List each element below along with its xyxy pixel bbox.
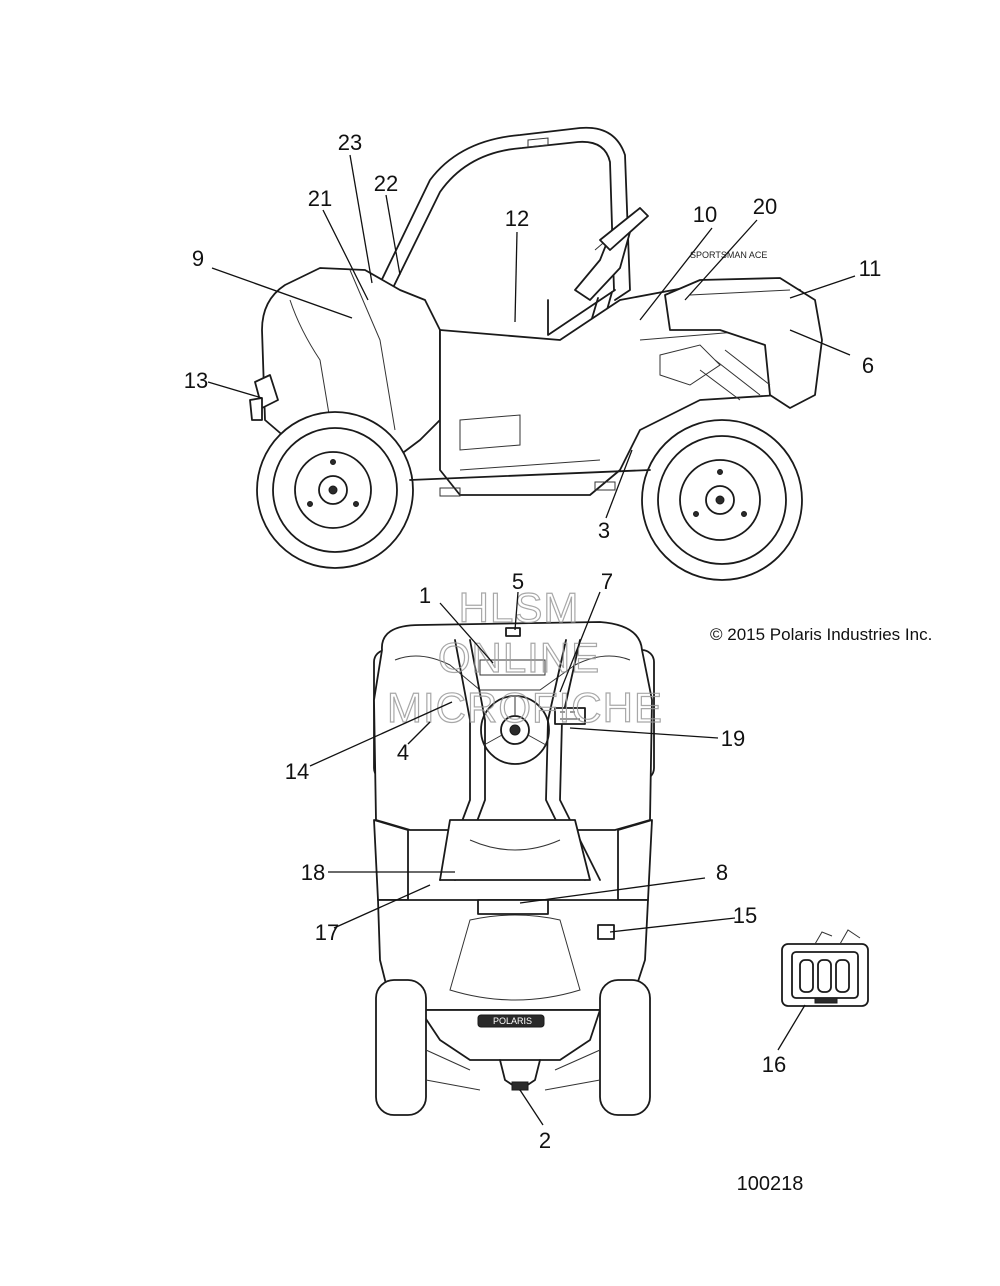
callout-13: 13	[184, 368, 208, 393]
callout-12: 12	[505, 206, 529, 231]
side-view-vehicle: SPORTSMAN ACE	[249, 126, 823, 581]
watermark: HLSM ONLINE MICROFICHE	[386, 583, 663, 731]
callout-20: 20	[753, 194, 777, 219]
polaris-rear-logo: POLARIS	[493, 1016, 532, 1026]
detail-panel-16	[781, 929, 869, 1007]
callout-16: 16	[762, 1052, 786, 1077]
rear-wheel	[641, 419, 803, 581]
leader-lines	[207, 154, 856, 1126]
callout-2: 2	[539, 1128, 551, 1153]
callout-4: 4	[397, 740, 409, 765]
callout-3: 3	[598, 518, 610, 543]
callout-labels: 23 22 21 9 12 10 20 11 6 13 3 1 5 7 14 4…	[184, 130, 882, 1153]
callout-17: 17	[315, 920, 339, 945]
watermark-line-1: HLSM	[459, 584, 580, 631]
top-view-vehicle: POLARIS	[373, 621, 655, 1116]
watermark-line-2: ONLINE	[438, 634, 600, 681]
callout-7: 7	[601, 569, 613, 594]
callout-15: 15	[733, 903, 757, 928]
front-wheel	[256, 411, 414, 569]
callout-11: 11	[859, 256, 882, 281]
callout-1: 1	[419, 583, 431, 608]
callout-14: 14	[285, 759, 309, 784]
callout-21: 21	[308, 186, 332, 211]
callout-23: 23	[338, 130, 362, 155]
callout-22: 22	[374, 171, 398, 196]
callout-10: 10	[693, 202, 717, 227]
callout-18: 18	[301, 860, 325, 885]
callout-9: 9	[192, 246, 204, 271]
figure-number: 100218	[737, 1173, 804, 1195]
watermark-line-3: MICROFICHE	[387, 684, 663, 731]
callout-6: 6	[862, 353, 874, 378]
callout-8: 8	[716, 860, 728, 885]
copyright-notice: © 2015 Polaris Industries Inc.	[710, 625, 932, 644]
callout-5: 5	[512, 569, 524, 594]
callout-19: 19	[721, 726, 745, 751]
sportsman-ace-decal: SPORTSMAN ACE	[690, 250, 767, 260]
